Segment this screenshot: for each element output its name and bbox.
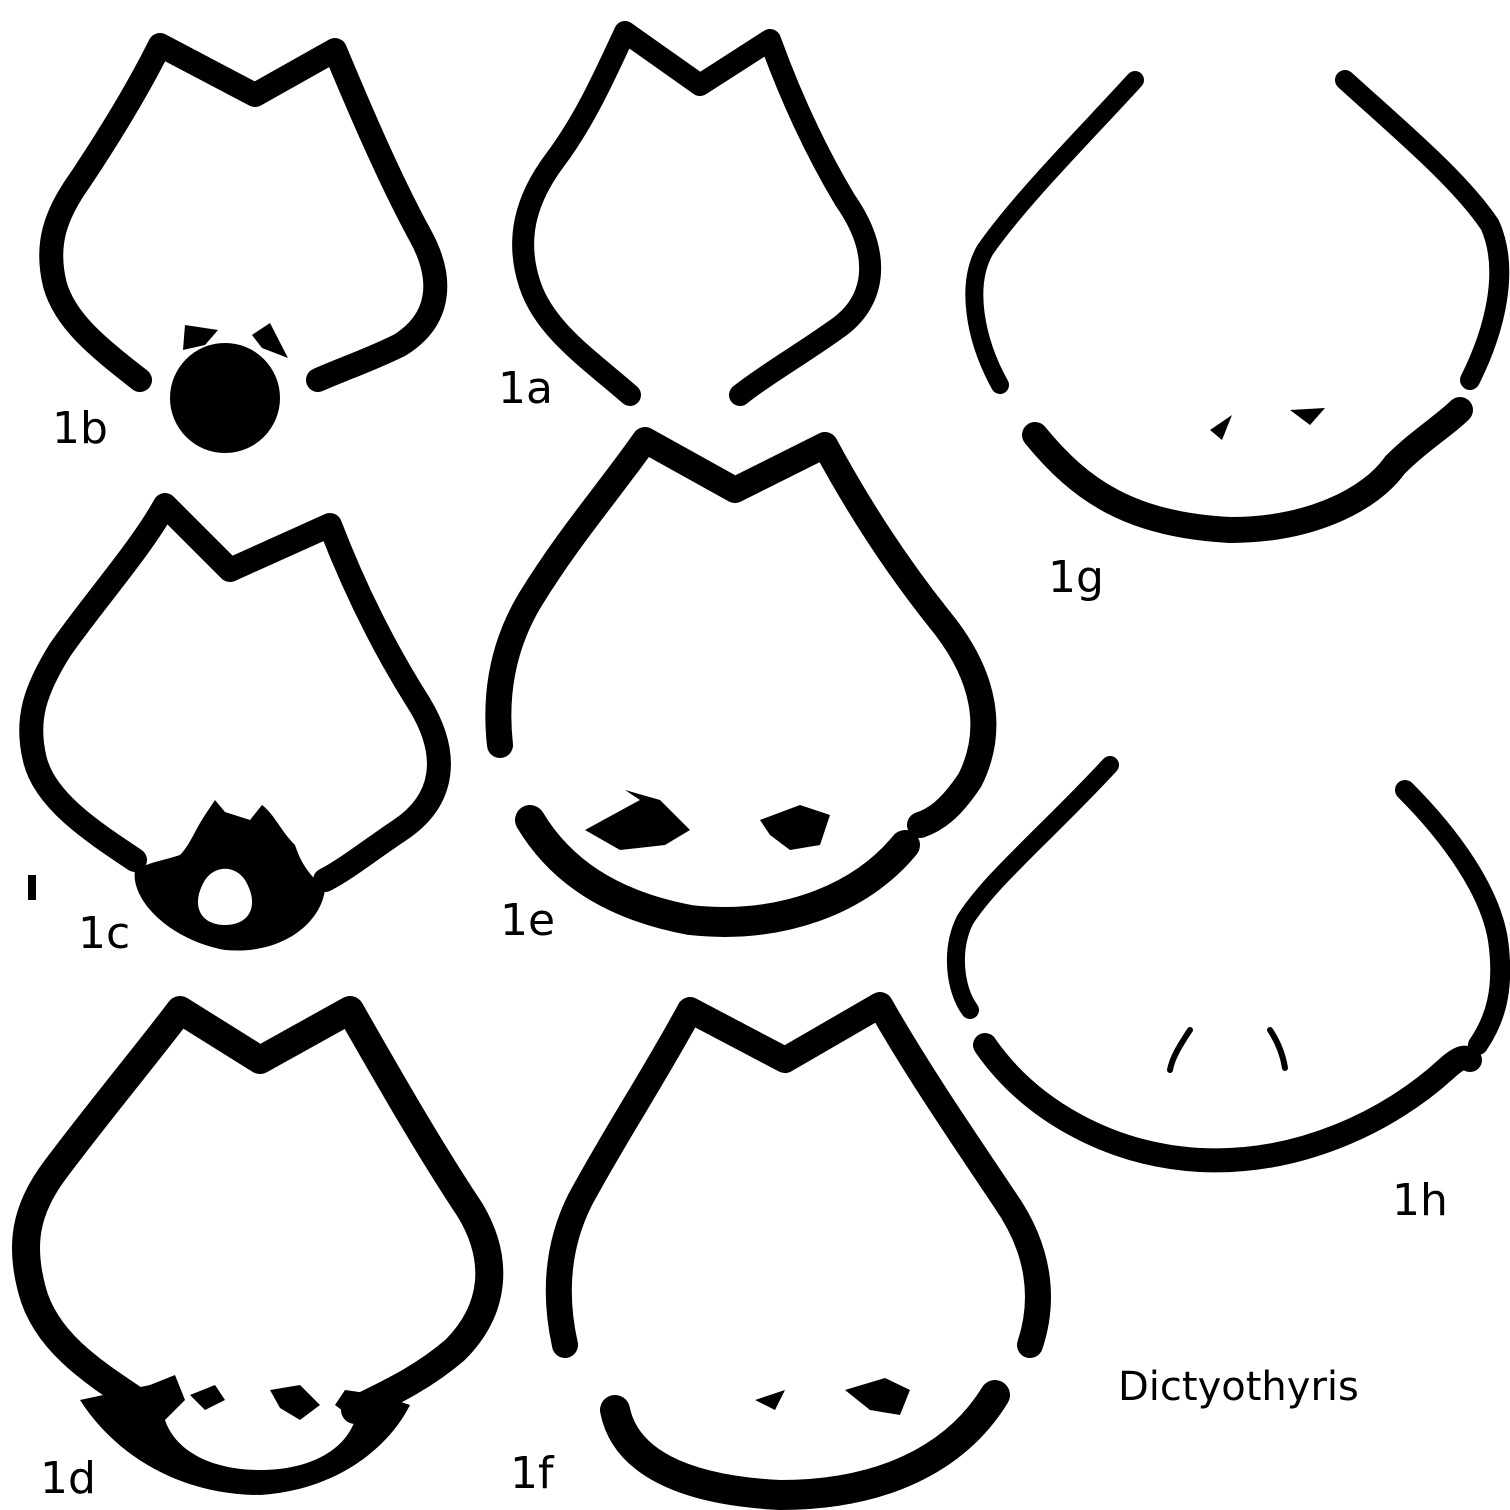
crura-mass-1b [170, 343, 280, 453]
shell-outline-1d [26, 1010, 489, 1410]
shell-ventral-1h [985, 1045, 1470, 1160]
shell-ventral-1f [615, 1395, 995, 1495]
genus-label: Dictyothyris [1118, 1364, 1359, 1410]
shell-ventral-1g [1035, 410, 1460, 530]
crus-right-1h [1270, 1030, 1285, 1068]
figure-label-1f: 1f [510, 1448, 555, 1499]
shell-outline-1e [498, 440, 983, 825]
crus-left-1d [190, 1385, 225, 1410]
section-1e: 1e [498, 440, 983, 946]
crus-left-1f [755, 1390, 785, 1410]
figure-label-1g: 1g [1048, 552, 1104, 603]
shell-dorsal-left-1h [956, 765, 1110, 1010]
section-1a: 1a [498, 32, 870, 414]
shell-dorsal-left-1g [974, 80, 1135, 385]
section-1f: 1f [510, 1005, 1038, 1499]
crus-right-1f [845, 1378, 910, 1415]
figure-label-1a: 1a [498, 363, 553, 414]
shell-outline-1f [559, 1005, 1038, 1345]
crus-right-1e [760, 805, 830, 850]
shell-outline-1b [51, 45, 435, 380]
figure-label-1c: 1c [78, 908, 130, 959]
section-1g: 1g [974, 80, 1499, 603]
section-1h: 1h [956, 765, 1500, 1226]
crus-right-1g [1290, 408, 1325, 425]
figure-label-1d: 1d [40, 1453, 96, 1504]
shell-ventral-1e [530, 820, 905, 922]
shell-dorsal-right-1g [1345, 80, 1499, 380]
figure-label-1b: 1b [52, 403, 108, 454]
section-1d: 1d [26, 1010, 489, 1504]
figure-label-1h: 1h [1392, 1175, 1448, 1226]
crus-left-1e [585, 790, 690, 850]
section-1b: 1b [51, 45, 435, 454]
crus-left-1h [1170, 1030, 1190, 1070]
crus-right-1b [252, 323, 288, 358]
shell-outline-1a [523, 32, 870, 395]
crus-left-1g [1210, 415, 1232, 440]
stray-mark-1c [28, 875, 36, 900]
figure-label-1e: 1e [500, 895, 555, 946]
crus-right-1d [270, 1385, 320, 1420]
loop-complex-1d [80, 1375, 410, 1495]
shell-dorsal-right-1h [1405, 790, 1500, 1045]
section-1c: 1c [28, 505, 439, 959]
